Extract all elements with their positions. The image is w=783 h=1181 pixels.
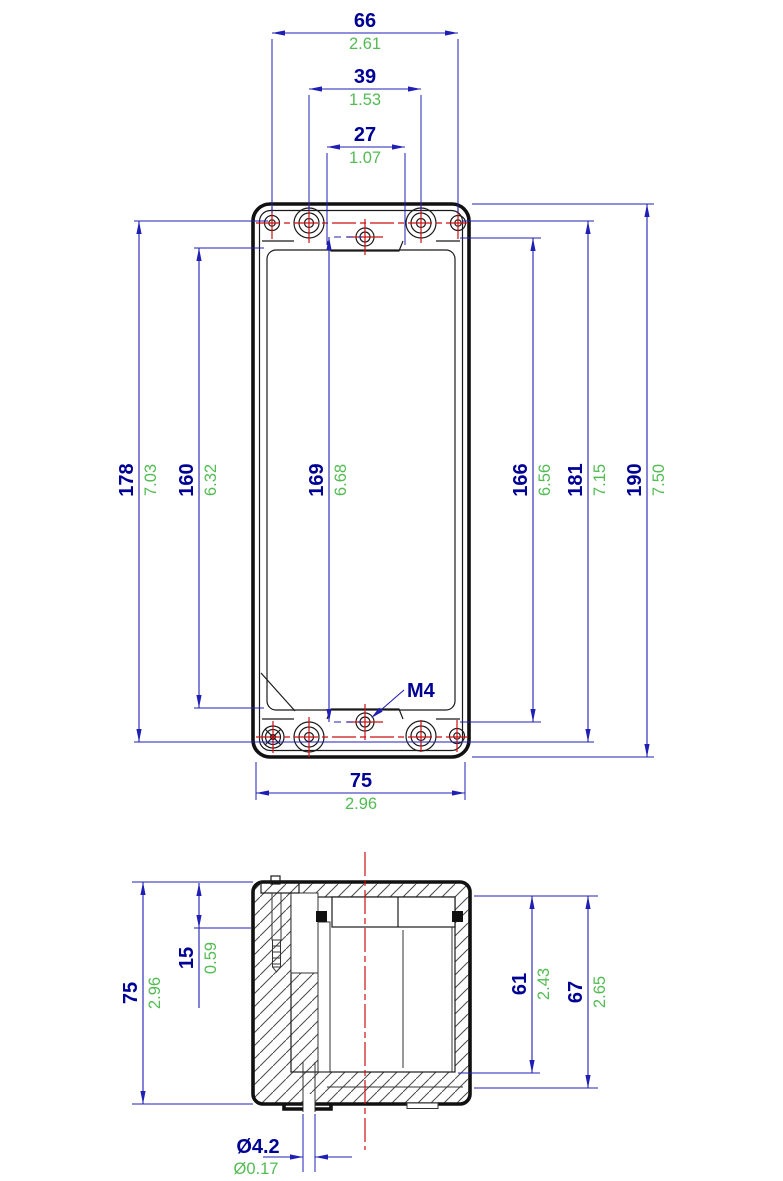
dim-inner-height: 67 2.65 (474, 896, 609, 1089)
plan-cavity-outline (266, 249, 456, 711)
plan-outer-outline (251, 202, 471, 759)
dim-right-outer-in: 7.50 (650, 464, 668, 496)
dim-right-inner-in: 6.56 (536, 464, 554, 496)
dim-right-outer-mm: 190 (624, 463, 646, 496)
dim-right-mid-mm: 181 (565, 463, 587, 496)
dim-inner-height-mm: 67 (565, 981, 587, 1003)
plan-dimensions: 66 2.61 39 1.53 27 1.07 75 2. (116, 10, 668, 813)
section-foot-right (406, 1102, 439, 1109)
plan-view (251, 202, 471, 759)
section-seal-left (316, 911, 327, 922)
dim-lid-depth: 15 0.59 (176, 883, 251, 1008)
dim-side-height-mm: 75 (120, 982, 142, 1004)
dim-right-inner: 166 6.56 (460, 237, 554, 723)
dim-right-outer: 190 7.50 (472, 203, 668, 758)
dim-inner-height-in: 2.65 (591, 976, 609, 1008)
dim-top-outer-in: 2.61 (349, 35, 381, 53)
dim-side-height: 75 2.96 (120, 881, 253, 1105)
dim-top-outer: 66 2.61 (271, 10, 459, 213)
dim-right-mid: 181 7.15 (462, 220, 609, 742)
dim-top-mid: 39 1.53 (308, 66, 422, 211)
dim-top-inner: 27 1.07 (326, 124, 406, 245)
dim-hole-diameter-mm: Ø4.2 (236, 1136, 279, 1158)
dim-side-height-in: 2.96 (146, 977, 164, 1009)
thread-label: M4 (407, 680, 436, 702)
dim-hole-diameter: Ø4.2 Ø0.17 (234, 1114, 352, 1178)
dim-top-inner-mm: 27 (354, 124, 376, 146)
dim-lid-depth-in: 0.59 (202, 942, 220, 974)
plan-centerlines (256, 203, 468, 757)
section-foot-left (282, 1103, 333, 1111)
dim-center-span: 169 6.68 (306, 236, 362, 723)
dim-hole-diameter-in: Ø0.17 (234, 1160, 279, 1178)
dim-top-outer-mm: 66 (354, 10, 376, 32)
dim-cavity-depth-mm: 61 (509, 973, 531, 995)
section-inner-rib (317, 921, 331, 1073)
section-screw-channel (290, 892, 319, 974)
dim-top-mid-mm: 39 (354, 66, 376, 88)
section-lid-insert (331, 896, 456, 928)
dim-right-mid-in: 7.15 (591, 464, 609, 496)
section-view (251, 852, 472, 1150)
dim-cavity-depth: 61 2.43 (458, 895, 598, 1074)
dim-lid-depth-mm: 15 (176, 947, 198, 969)
plan-lid-edge (258, 209, 464, 752)
section-hatched-walls (253, 882, 470, 1104)
dim-bottom-width-in: 2.96 (345, 795, 377, 813)
dim-cavity-depth-in: 2.43 (535, 968, 553, 1000)
section-dimensions: 75 2.96 15 0.59 61 2.43 67 2.65 (120, 881, 609, 1178)
dim-center-span-in: 6.68 (332, 464, 350, 496)
section-hole-gap (302, 1094, 316, 1111)
dim-center-span-mm: 169 (306, 463, 328, 496)
section-seal-right (452, 911, 463, 922)
dim-top-mid-in: 1.53 (349, 91, 381, 109)
dim-top-inner-in: 1.07 (349, 149, 381, 167)
section-lid-screw (260, 875, 300, 973)
section-outer-outline (251, 880, 472, 1106)
plan-corner-gusset (260, 672, 296, 712)
dim-bottom-width-mm: 75 (350, 770, 372, 792)
dim-left-outer: 178 7.03 (116, 220, 594, 743)
dim-bottom-width: 75 2.96 (255, 762, 466, 813)
dim-left-inner-mm: 160 (176, 463, 198, 496)
thread-callout: M4 (369, 680, 436, 720)
dim-left-outer-mm: 178 (116, 463, 138, 496)
dim-left-outer-in: 7.03 (142, 464, 160, 496)
dim-left-inner: 160 6.32 (176, 247, 264, 709)
dim-right-inner-mm: 166 (510, 463, 532, 496)
dim-left-inner-in: 6.32 (202, 464, 220, 496)
